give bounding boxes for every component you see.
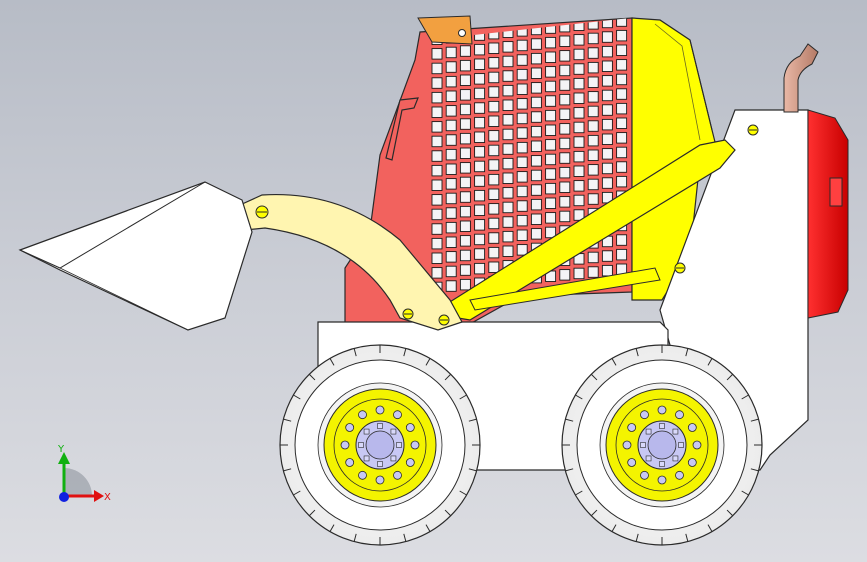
bucket (18, 181, 253, 331)
lift-cylinder (469, 267, 661, 311)
exhaust-pipe (783, 43, 819, 113)
y-axis-label: Y (57, 444, 65, 455)
boom-arm (239, 193, 463, 331)
rear-wheel (561, 344, 763, 546)
tail-light (807, 109, 849, 319)
axis-triad: Y X (57, 444, 111, 503)
front-wheel (279, 344, 481, 546)
cab-handle (385, 97, 419, 161)
x-axis-label: X (104, 492, 111, 503)
beacon-light (417, 15, 473, 45)
